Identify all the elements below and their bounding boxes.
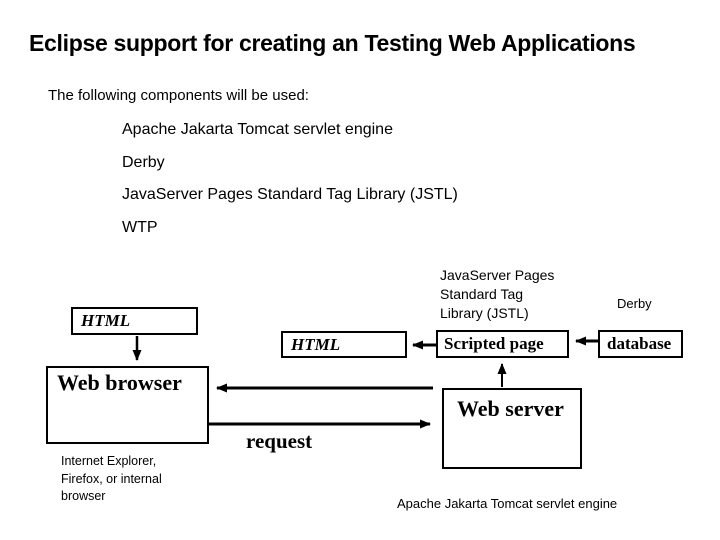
request-label: request [246, 429, 313, 453]
derby-label: Derby [617, 296, 652, 311]
web-browser-box: Web browser [46, 366, 209, 444]
scripted-page-label: Scripted page [444, 334, 544, 353]
database-box: database [598, 330, 683, 358]
database-label: database [607, 334, 672, 353]
intro-text: The following components will be used: [48, 87, 309, 104]
web-server-box: Web server [442, 388, 582, 469]
web-browser-label: Web browser [57, 370, 182, 395]
tomcat-note: Apache Jakarta Tomcat servlet engine [397, 496, 618, 511]
html-box-mid-label: HTML [291, 334, 341, 354]
html-box-left: HTML [71, 307, 198, 335]
jstl-label: JavaServer Pages Standard Tag Library (J… [440, 267, 555, 321]
web-server-label: Web server [457, 396, 564, 421]
scripted-page-box: Scripted page [436, 330, 569, 358]
html-box-mid: HTML [281, 331, 407, 358]
slide-title: Eclipse support for creating an Testing … [29, 30, 636, 56]
component-item: Derby [122, 154, 165, 171]
component-item: WTP [122, 219, 158, 236]
component-item: Apache Jakarta Tomcat servlet engine [122, 121, 393, 138]
html-box-left-label: HTML [81, 311, 131, 330]
browser-note: Internet Explorer, Firefox, or internal … [61, 454, 162, 503]
component-item: JavaServer Pages Standard Tag Library (J… [122, 186, 458, 203]
